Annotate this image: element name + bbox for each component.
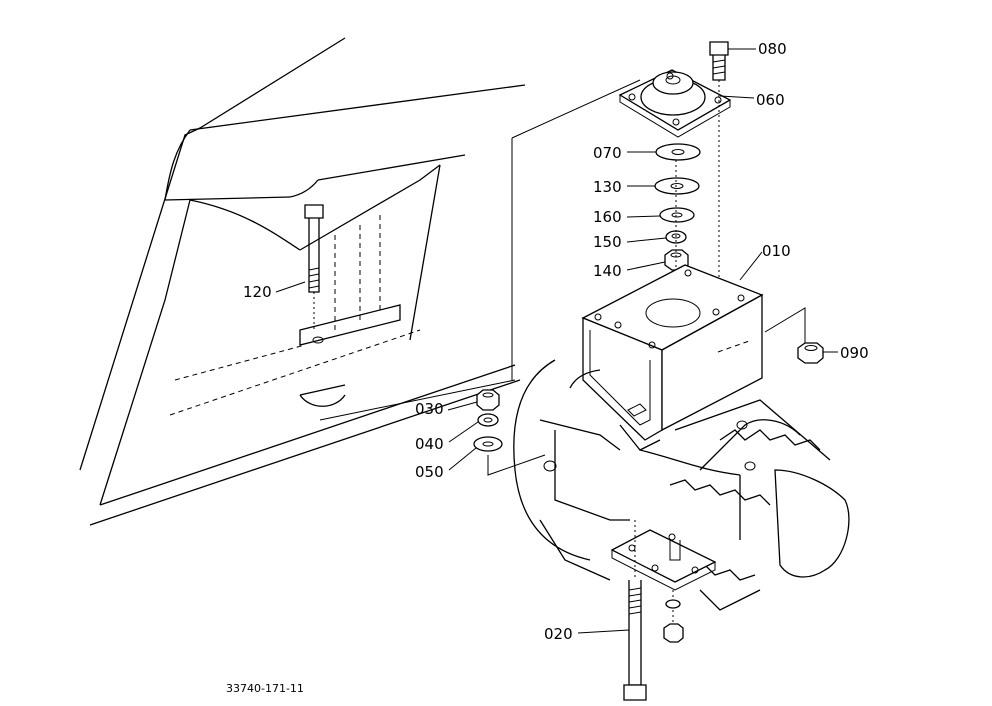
callout-090: 090	[840, 344, 869, 362]
callout-150: 150	[593, 233, 622, 251]
callout-130: 130	[593, 178, 622, 196]
washer-160	[659, 207, 695, 223]
mount-rubber-060	[618, 69, 732, 138]
washer-070	[655, 143, 701, 161]
lower-fasteners	[663, 590, 684, 643]
nut-090	[797, 342, 824, 364]
leader-lines	[275, 48, 838, 634]
callout-120: 120	[243, 283, 272, 301]
bolt-020	[623, 520, 647, 701]
callout-080: 080	[758, 40, 787, 58]
bracket-010	[581, 264, 806, 441]
callout-030: 030	[415, 400, 444, 418]
engine-housing	[513, 359, 850, 611]
bolt-080	[709, 41, 729, 355]
callout-160: 160	[593, 208, 622, 226]
washer-050	[473, 436, 503, 452]
callout-020: 020	[544, 625, 573, 643]
callout-040: 040	[415, 435, 444, 453]
bolt-120	[304, 204, 324, 330]
washer-130	[654, 177, 700, 195]
drawing-code: 33740-171-11	[226, 682, 304, 695]
lower-plate	[610, 529, 717, 591]
callout-060: 060	[756, 91, 785, 109]
callout-050: 050	[415, 463, 444, 481]
callout-010: 010	[762, 242, 791, 260]
washer-040	[477, 413, 499, 427]
machine-frame	[79, 37, 641, 526]
callout-140: 140	[593, 262, 622, 280]
nut-030	[476, 389, 500, 411]
callout-070: 070	[593, 144, 622, 162]
